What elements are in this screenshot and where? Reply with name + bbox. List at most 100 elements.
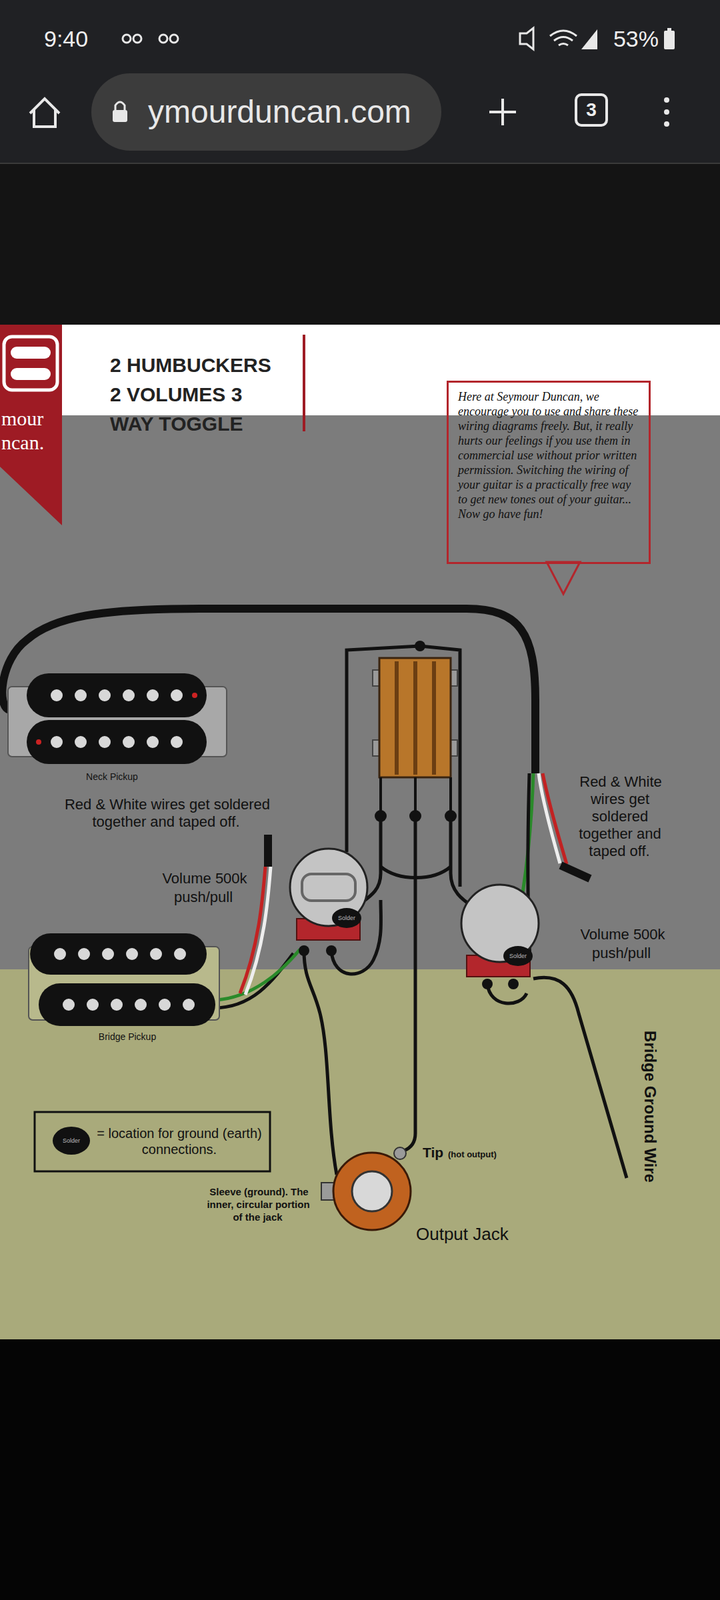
battery-percent: 53%: [598, 24, 660, 54]
pole-piece: [110, 998, 123, 1011]
browser-controls: [30, 73, 670, 151]
coil-dot: [36, 739, 42, 745]
toggle-ground-lug: [414, 640, 426, 652]
wifi-icon: [550, 30, 577, 46]
part-name-text: Neck Pickup: [86, 771, 138, 782]
menu-dot: [664, 109, 670, 115]
title-block: 2 HUMBUCKERS 2 VOLUMES 3 WAY TOGGLE: [110, 350, 272, 439]
pole-piece: [146, 736, 159, 748]
url-pill: [91, 73, 442, 151]
logo-text-text: mour: [1, 407, 44, 430]
mute-icon: [520, 28, 534, 50]
pot-label-text: Volume 500k push/pull: [160, 870, 247, 906]
logo-coil: [10, 368, 51, 380]
pot-lug: [326, 945, 337, 956]
voicemail-icon: [133, 34, 142, 43]
pot-label-text: Volume 500k push/pull: [578, 926, 665, 962]
legend-frame: [34, 1112, 270, 1172]
legend-solder-sample: [52, 1126, 90, 1155]
tip-wire: [404, 816, 416, 1151]
note-text: Here at Seymour Duncan, we encourage you…: [458, 389, 640, 522]
page-top-band: [0, 164, 720, 325]
solder-mark-text: Solder: [338, 914, 356, 922]
toggle-switch: [346, 640, 460, 887]
red-lead: [542, 773, 567, 864]
part-name: Bridge Pickup: [84, 1030, 171, 1043]
browser-chrome: [0, 0, 720, 164]
pole-piece: [50, 689, 63, 702]
olive-band: [0, 969, 720, 1340]
pickup-coil: [38, 983, 216, 1026]
wire-label: Bridge Ground Wire: [640, 1026, 660, 1187]
left-volume-pot: [290, 848, 368, 956]
pickup-coil: [30, 933, 207, 975]
solder-mark-text: Solder: [509, 952, 527, 960]
status-time: 9:40: [42, 24, 123, 54]
pole-piece: [98, 736, 111, 748]
part-name-text: Output Jack: [414, 1224, 510, 1244]
sleeve-wire: [304, 950, 337, 1175]
white-lead: [538, 773, 560, 864]
pole-piece: [102, 948, 114, 960]
white-band: [0, 324, 720, 416]
bridge-ground-wire: [533, 977, 627, 1178]
pole-piece: [170, 736, 183, 748]
pole-pieces: [50, 689, 183, 748]
pole-piece: [182, 998, 195, 1011]
lock-shackle: [115, 102, 125, 110]
solder-mark: Solder: [333, 914, 360, 922]
pole-piece: [74, 736, 87, 748]
jack-terminal: Sleeve (ground). The inner, circular por…: [203, 1185, 314, 1224]
output-jack: [321, 1147, 411, 1230]
white-lead: [245, 866, 271, 995]
legend-row: = location for ground (earth) connection…: [93, 1125, 266, 1158]
bottom-band: [0, 1339, 720, 1600]
pole-piece: [78, 948, 90, 960]
part-name-text: Bridge Pickup: [98, 1031, 156, 1042]
title-rule: [302, 334, 306, 432]
logo-ribbon: [0, 324, 62, 526]
pickup-coil: [26, 720, 207, 764]
chrome-divider: [0, 162, 720, 164]
pot-lug: [508, 978, 519, 990]
pole-piece: [126, 948, 138, 960]
pole-piece: [122, 689, 135, 702]
wire: [450, 816, 475, 908]
wiring-note: Red & White wires get soldered together …: [573, 773, 667, 860]
note-bubble: Here at Seymour Duncan, we encourage you…: [446, 380, 651, 564]
logo-text: mour: [1, 406, 62, 431]
logo-text: ncan.: [1, 430, 62, 455]
pot-lug: [482, 978, 493, 990]
pot-logo: [302, 874, 356, 901]
pole-piece: [150, 948, 162, 960]
wire: [487, 984, 527, 1004]
pot-lug: [298, 945, 310, 956]
pole-piece: [174, 948, 186, 960]
logo-pickup-mark: [4, 336, 58, 390]
tab-count: 3: [578, 98, 605, 122]
tip-lug: [394, 1147, 406, 1160]
url-text: ymourduncan.com: [148, 93, 436, 131]
pickup-coil: [26, 673, 207, 718]
toggle-stripe: [413, 661, 418, 775]
tab-count-box: [576, 94, 607, 126]
pole-piece: [170, 689, 183, 702]
solder-mark-text: Solder: [62, 1137, 80, 1144]
coil-dot: [192, 692, 198, 698]
pole-pieces: [54, 948, 195, 1011]
logo-text-text: ncan.: [1, 431, 44, 454]
legend-box: [34, 1112, 270, 1172]
pole-piece: [122, 736, 135, 748]
jack-terminal: Tip: [421, 1144, 448, 1162]
neck-pickup: [8, 673, 227, 764]
new-tab-icon: [489, 98, 516, 126]
tab-count-text: 3: [586, 99, 597, 120]
url-text-text: ymourduncan.com: [148, 94, 412, 130]
logo-coil: [10, 346, 51, 359]
part-name: Neck Pickup: [72, 770, 152, 783]
battery-cap: [667, 28, 672, 31]
wiring-note-text: Red & White wires get soldered together …: [63, 796, 270, 830]
bridge-pickup: [28, 933, 220, 1026]
toggle-stripe: [432, 661, 436, 775]
